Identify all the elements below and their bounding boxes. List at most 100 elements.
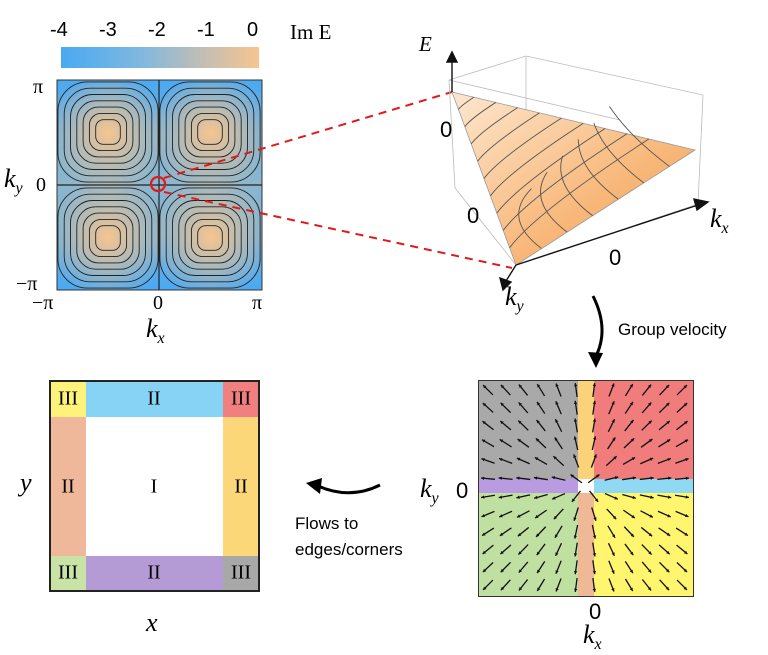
group-velocity-arrowhead bbox=[588, 352, 603, 368]
flows-arrow bbox=[317, 483, 381, 495]
vector-ylabel: ky bbox=[420, 474, 439, 508]
flows-label-1: Flows to bbox=[295, 514, 359, 533]
velocity-arrowhead bbox=[685, 458, 689, 462]
surface-xtick: 0 bbox=[609, 245, 622, 270]
colorbar-tick: -3 bbox=[99, 19, 117, 41]
velocity-arrowhead bbox=[555, 552, 559, 556]
region-bottom bbox=[86, 556, 223, 591]
surface-contour bbox=[518, 188, 542, 249]
group-velocity-label: Group velocity bbox=[618, 320, 727, 339]
velocity-arrowhead bbox=[536, 551, 540, 556]
vector-xlabel: kx bbox=[583, 620, 602, 654]
velocity-arrowhead bbox=[631, 457, 636, 461]
region-label-corner-tr: III bbox=[231, 388, 251, 410]
contour-line bbox=[88, 112, 128, 152]
surface-contour bbox=[540, 171, 568, 233]
surface-contour bbox=[496, 128, 606, 214]
colorbar bbox=[61, 47, 259, 68]
velocity-arrowhead bbox=[684, 421, 688, 425]
vector-xtick: 0 bbox=[589, 599, 602, 624]
velocity-arrowhead bbox=[500, 384, 505, 389]
contour-line bbox=[165, 193, 255, 283]
region-bottom-right bbox=[594, 493, 693, 596]
velocity-arrowhead bbox=[612, 515, 617, 520]
surface-contour bbox=[577, 139, 619, 200]
velocity-arrowhead bbox=[573, 418, 578, 422]
contour-line bbox=[76, 100, 140, 164]
contour-line bbox=[165, 87, 255, 177]
surface-contour bbox=[502, 133, 628, 231]
velocity-arrowhead bbox=[555, 588, 559, 592]
highlight-circle bbox=[149, 175, 167, 193]
velocity-arrowhead bbox=[648, 532, 653, 537]
velocity-arrowhead bbox=[537, 587, 541, 591]
flows-label-2: edges/corners bbox=[295, 540, 403, 559]
velocity-arrowhead bbox=[629, 569, 633, 574]
velocity-arrowhead bbox=[537, 384, 541, 388]
surface-contour bbox=[483, 117, 562, 179]
region-left bbox=[50, 417, 86, 556]
velocity-arrowhead bbox=[517, 439, 522, 443]
colorbar-tick: -4 bbox=[50, 19, 68, 41]
velocity-arrowhead bbox=[555, 383, 559, 387]
velocity-arrowhead bbox=[554, 437, 558, 441]
velocity-arrowhead bbox=[481, 495, 485, 499]
colorbar-tick: -2 bbox=[148, 19, 166, 41]
velocity-arrowhead bbox=[483, 385, 487, 389]
velocity-arrowhead bbox=[611, 419, 615, 423]
velocity-arrowhead bbox=[518, 551, 522, 555]
velocity-arrowhead bbox=[611, 552, 615, 556]
velocity-arrowhead bbox=[554, 534, 558, 538]
velocity-arrowhead bbox=[612, 437, 616, 441]
velocity-arrowhead bbox=[593, 436, 597, 440]
corner-bottom-left bbox=[50, 556, 86, 591]
velocity-arrowhead bbox=[573, 436, 577, 440]
contour-line bbox=[172, 94, 248, 170]
velocity-arrowhead bbox=[650, 476, 654, 480]
velocity-arrowhead bbox=[574, 588, 578, 592]
velocity-arrowhead bbox=[482, 568, 487, 573]
contour-line bbox=[178, 100, 242, 164]
velocity-arrowhead bbox=[552, 496, 556, 500]
velocity-arrowhead bbox=[631, 514, 635, 519]
zoom-line-lower bbox=[163, 191, 513, 269]
region-right-strip bbox=[594, 479, 693, 493]
velocity-arrowhead bbox=[537, 401, 541, 406]
surface-contour bbox=[477, 112, 540, 162]
surface-contour bbox=[560, 155, 593, 217]
velocity-arrowhead bbox=[648, 420, 652, 424]
velocity-arrowhead bbox=[685, 495, 689, 499]
velocity-arrowhead bbox=[482, 532, 486, 536]
velocity-arrowhead bbox=[611, 383, 615, 387]
velocity-arrowhead bbox=[594, 498, 599, 502]
velocity-arrowhead bbox=[666, 550, 670, 555]
velocity-arrowhead bbox=[518, 569, 523, 573]
velocity-arrowhead bbox=[647, 587, 652, 591]
velocity-arrowhead bbox=[592, 400, 597, 405]
velocity-arrowhead bbox=[630, 551, 634, 556]
velocity-arrowhead bbox=[649, 457, 654, 461]
surface-zlabel: E bbox=[419, 32, 432, 56]
velocity-arrowhead bbox=[611, 570, 615, 574]
region-center-vertical bbox=[578, 381, 594, 479]
surface-contour bbox=[490, 122, 584, 197]
velocity-arrowhead bbox=[533, 476, 538, 480]
region-label-corner-br: III bbox=[231, 562, 251, 584]
velocity-arrowhead bbox=[683, 586, 687, 590]
colorbar-tick: 0 bbox=[247, 19, 259, 41]
contour-ytick: −π bbox=[16, 273, 38, 295]
velocity-arrowhead bbox=[684, 439, 689, 443]
velocity-arrowhead bbox=[483, 586, 487, 590]
contour-line bbox=[172, 200, 248, 276]
velocity-arrowhead bbox=[500, 420, 504, 425]
contour-lines bbox=[57, 81, 261, 289]
contour-line bbox=[159, 81, 261, 183]
real-space-xlabel: x bbox=[146, 608, 158, 637]
corner-top-right bbox=[223, 381, 259, 417]
velocity-arrowhead bbox=[553, 515, 558, 520]
velocity-arrowhead bbox=[499, 514, 503, 518]
contour-line bbox=[159, 187, 261, 289]
